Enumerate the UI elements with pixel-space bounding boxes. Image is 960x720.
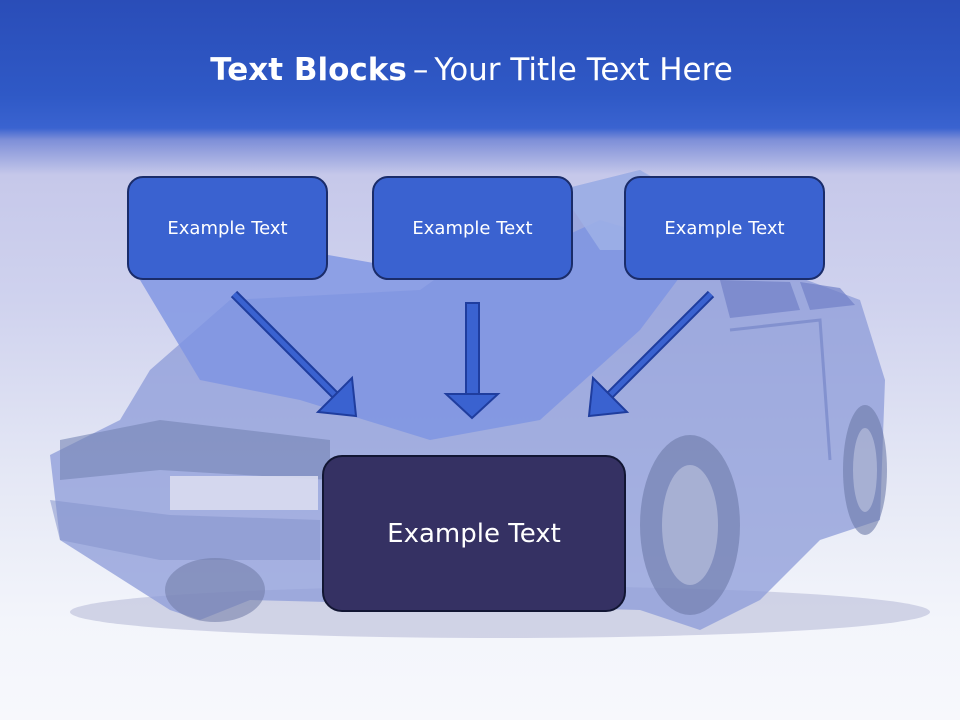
text-block-center: Example Text	[322, 455, 626, 612]
text-block-left: Example Text	[127, 176, 328, 280]
arrow-down-left-icon	[587, 290, 715, 418]
arrow-down-right-icon	[230, 290, 358, 418]
title-bold-part: Text Blocks	[210, 52, 407, 88]
text-block-middle: Example Text	[372, 176, 573, 280]
title-rest-part: Your Title Text Here	[434, 52, 733, 88]
title-separator: –	[412, 52, 429, 88]
text-block-right: Example Text	[624, 176, 825, 280]
arrow-down-icon	[443, 302, 501, 420]
text-block-left-label: Example Text	[167, 217, 288, 239]
text-block-middle-label: Example Text	[412, 217, 533, 239]
slide-title: Text Blocks–Your Title Text Here	[0, 52, 943, 88]
text-block-center-label: Example Text	[387, 518, 561, 549]
text-block-right-label: Example Text	[664, 217, 785, 239]
